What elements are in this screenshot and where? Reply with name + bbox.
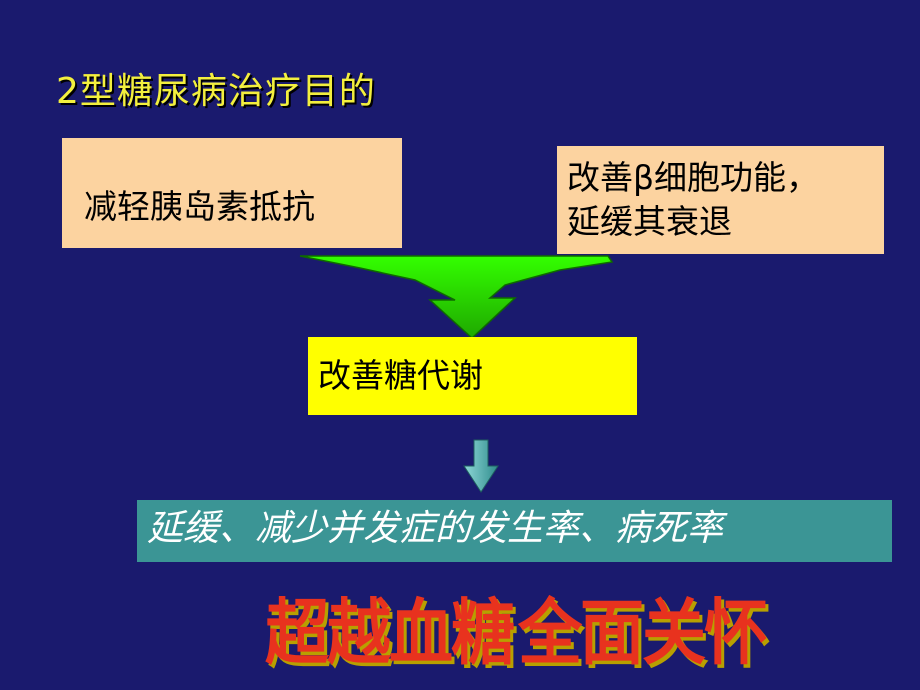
slogan-left: 超越血糖 xyxy=(265,592,515,676)
box-improve-beta-cell-line2: 延缓其衰退 xyxy=(567,202,732,241)
box-improve-glucose-metabolism: 改善糖代谢 xyxy=(308,337,637,415)
box-improve-beta-cell-line1: 改善β细胞功能， xyxy=(567,158,820,197)
box-reduce-insulin-resistance: 减轻胰岛素抵抗 xyxy=(62,138,402,248)
slogan-right: 全面关怀 xyxy=(518,592,768,676)
slide-title: 2型糖尿病治疗目的 xyxy=(56,71,376,112)
box-improve-beta-cell: 改善β细胞功能， 延缓其衰退 xyxy=(557,146,884,254)
merge-arrow-icon xyxy=(299,255,614,340)
outcome-banner: 延缓、减少并发症的发生率、病死率 xyxy=(137,500,892,562)
down-arrow-icon xyxy=(463,439,499,493)
